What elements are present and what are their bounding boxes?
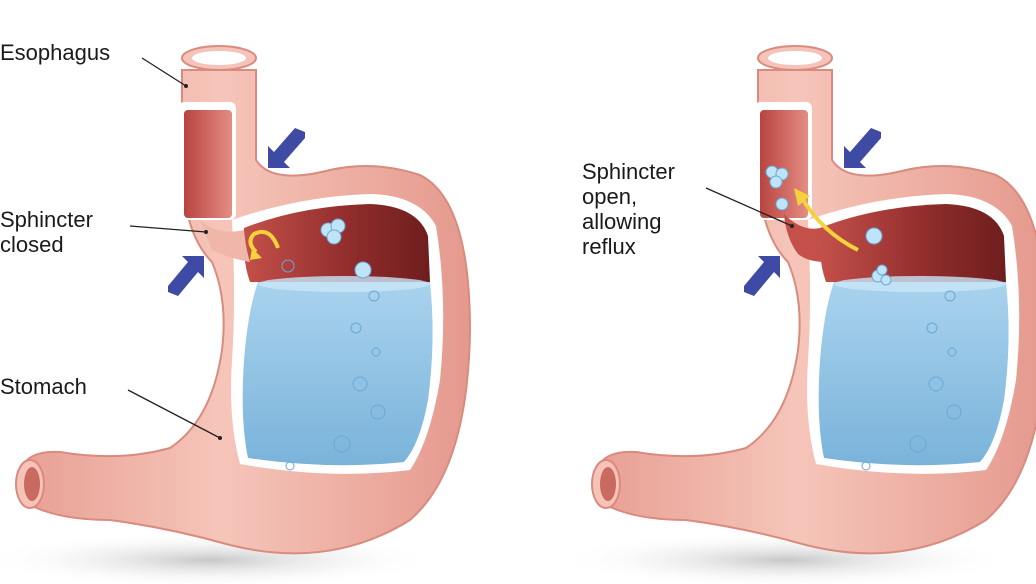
gas-bubble-icon [765,165,962,471]
open-sphincter [784,214,826,262]
label-sphincter-open: Sphincter open, allowing reflux [582,159,675,259]
label-sphincter-closed-line2: closed [0,232,64,257]
pressure-arrow-icon [744,128,881,296]
stomach-open-sphincter [555,45,1036,584]
reflux-arrow-icon [800,196,859,252]
reflux-blocked-arrow-icon [248,229,280,254]
closed-sphincter [200,220,250,262]
reflux-arrowhead [794,188,810,206]
label-sphincter-open-line3: allowing [582,209,662,234]
label-esophagus-text: Esophagus [0,40,111,65]
label-sphincter-closed-line1: Sphincter [0,207,93,232]
gas-bubble-icon [281,218,386,471]
label-stomach-text: Stomach [0,374,87,399]
pressure-arrow-icon [168,128,305,296]
label-sphincter-open-line4: reflux [582,234,636,259]
reflux-blocked-arrowhead [250,248,262,260]
leader-line-open [705,187,793,227]
label-sphincter-open-line2: open, [582,184,638,209]
leader-lines [127,57,221,439]
stomach-closed-sphincter [0,45,471,584]
label-sphincter-closed: Sphincter closed [0,207,93,257]
label-stomach: Stomach [0,374,87,399]
label-sphincter-open-line1: Sphincter [582,159,675,184]
label-esophagus: Esophagus [0,40,110,65]
